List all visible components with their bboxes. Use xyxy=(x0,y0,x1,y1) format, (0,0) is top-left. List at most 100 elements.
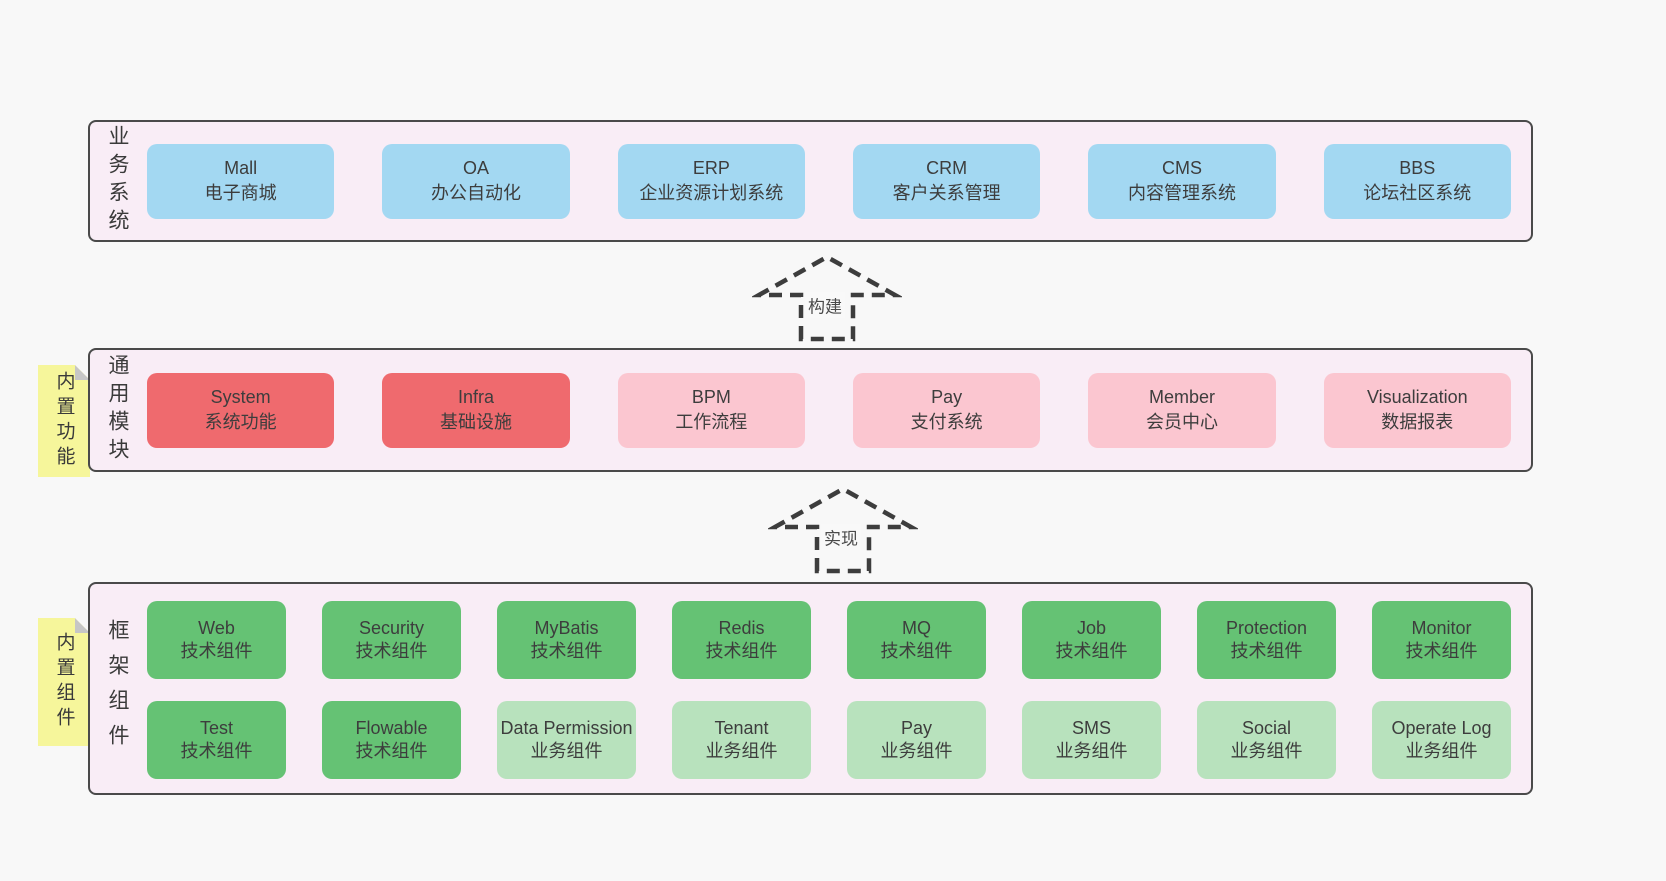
box-subtitle: 企业资源计划系统 xyxy=(639,183,784,203)
module-box: Job 技术组件 xyxy=(1022,601,1161,679)
module-box: Infra 基础设施 xyxy=(382,372,570,448)
common-modules-layer: 通用模块 System 系统功能 Infra 基础设施 BPM 工作流程 Pay 支付系统 Me… xyxy=(88,348,1533,472)
arrow-up-icon xyxy=(752,254,902,342)
module-box: SMS 业务组件 xyxy=(1022,701,1161,779)
box-title: Job xyxy=(1076,618,1107,638)
arrow-up-icon xyxy=(768,486,918,574)
box-subtitle: 数据报表 xyxy=(1381,412,1454,432)
box-subtitle: 业务组件 xyxy=(1230,741,1303,761)
box-title: Protection xyxy=(1225,618,1308,638)
box-title: MyBatis xyxy=(534,618,599,638)
box-subtitle: 业务组件 xyxy=(1405,741,1478,761)
box-title: CMS xyxy=(1161,158,1202,178)
box-title: BBS xyxy=(1399,158,1436,178)
box-title: Visualization xyxy=(1366,387,1468,407)
box-title: Infra xyxy=(457,387,494,407)
box-title: Pay xyxy=(900,718,933,738)
box-subtitle: 业务组件 xyxy=(1055,741,1128,761)
module-box: Mall 电子商城 xyxy=(147,143,335,219)
box-title: BPM xyxy=(691,387,731,407)
sticky-note-builtin-features: 内置功能 xyxy=(38,365,90,477)
box-title: Redis xyxy=(718,618,765,638)
box-title: Flowable xyxy=(355,718,428,738)
box-subtitle: 技术组件 xyxy=(1055,641,1128,661)
box-title: Member xyxy=(1148,387,1215,407)
box-subtitle: 客户关系管理 xyxy=(892,183,1001,203)
module-box: BPM 工作流程 xyxy=(617,372,805,448)
box-title: Test xyxy=(199,718,233,738)
box-subtitle: 会员中心 xyxy=(1145,412,1218,432)
box-title: Pay xyxy=(931,387,963,407)
box-subtitle: 内容管理系统 xyxy=(1127,183,1236,203)
box-subtitle: 支付系统 xyxy=(910,412,983,432)
module-box: BBS 论坛社区系统 xyxy=(1323,143,1511,219)
box-subtitle: 业务组件 xyxy=(530,741,603,761)
module-box: Data Permission 业务组件 xyxy=(497,701,636,779)
box-title: CRM xyxy=(926,158,968,178)
sticky-note-builtin-components: 内置组件 xyxy=(38,618,90,746)
box-subtitle: 论坛社区系统 xyxy=(1363,183,1472,203)
box-subtitle: 技术组件 xyxy=(880,641,953,661)
box-subtitle: 业务组件 xyxy=(880,741,953,761)
module-box: Member 会员中心 xyxy=(1088,372,1276,448)
module-box: Visualization 数据报表 xyxy=(1323,372,1511,448)
layer-label-business: 业务系统 xyxy=(106,125,129,237)
implement-arrow: 实现 xyxy=(768,485,918,575)
module-box: Monitor 技术组件 xyxy=(1372,601,1511,679)
modules-box-row: System 系统功能 Infra 基础设施 BPM 工作流程 Pay 支付系统 Member 会… xyxy=(147,350,1511,470)
module-box: Tenant 业务组件 xyxy=(672,701,811,779)
box-title: System xyxy=(210,387,271,407)
box-title: SMS xyxy=(1071,718,1111,738)
box-title: Monitor xyxy=(1411,618,1472,638)
box-subtitle: 业务组件 xyxy=(705,741,778,761)
box-subtitle: 办公自动化 xyxy=(430,183,521,203)
build-arrow: 构建 xyxy=(752,253,902,343)
implement-arrow-label: 实现 xyxy=(821,523,861,551)
box-title: Social xyxy=(1241,718,1292,738)
module-box: System 系统功能 xyxy=(147,372,335,448)
box-subtitle: 基础设施 xyxy=(439,412,512,432)
box-title: Data Permission xyxy=(500,718,633,738)
box-subtitle: 技术组件 xyxy=(180,641,253,661)
module-box: Web 技术组件 xyxy=(147,601,286,679)
module-box: ERP 企业资源计划系统 xyxy=(617,143,805,219)
box-title: Tenant xyxy=(714,718,769,738)
layer-label-modules: 通用模块 xyxy=(106,354,129,466)
module-box: MQ 技术组件 xyxy=(847,601,986,679)
module-box: Protection 技术组件 xyxy=(1197,601,1336,679)
layer-label-components: 框架组件 xyxy=(106,618,129,759)
box-subtitle: 电子商城 xyxy=(204,183,277,203)
note-text: 内置功能 xyxy=(53,371,75,471)
module-box: CRM 客户关系管理 xyxy=(852,143,1041,219)
box-title: Mall xyxy=(224,158,258,178)
box-subtitle: 系统功能 xyxy=(204,412,277,432)
module-box: Security 技术组件 xyxy=(322,601,461,679)
box-title: Operate Log xyxy=(1391,718,1492,738)
box-title: ERP xyxy=(692,158,730,178)
box-title: MQ xyxy=(902,618,931,638)
box-subtitle: 技术组件 xyxy=(1405,641,1478,661)
module-box: Redis 技术组件 xyxy=(672,601,811,679)
module-box: Pay 业务组件 xyxy=(847,701,986,779)
box-subtitle: 技术组件 xyxy=(705,641,778,661)
note-text: 内置组件 xyxy=(53,632,75,732)
module-box: CMS 内容管理系统 xyxy=(1088,143,1276,219)
box-subtitle: 技术组件 xyxy=(180,741,253,761)
box-subtitle: 技术组件 xyxy=(530,641,603,661)
module-box: Pay 支付系统 xyxy=(852,372,1041,448)
box-subtitle: 工作流程 xyxy=(675,412,748,432)
module-box: MyBatis 技术组件 xyxy=(497,601,636,679)
box-title: Web xyxy=(198,618,235,638)
box-subtitle: 技术组件 xyxy=(1230,641,1303,661)
box-title: Security xyxy=(358,618,425,638)
module-box: Test 技术组件 xyxy=(147,701,286,779)
module-box: Social 业务组件 xyxy=(1197,701,1336,779)
box-subtitle: 技术组件 xyxy=(355,641,428,661)
